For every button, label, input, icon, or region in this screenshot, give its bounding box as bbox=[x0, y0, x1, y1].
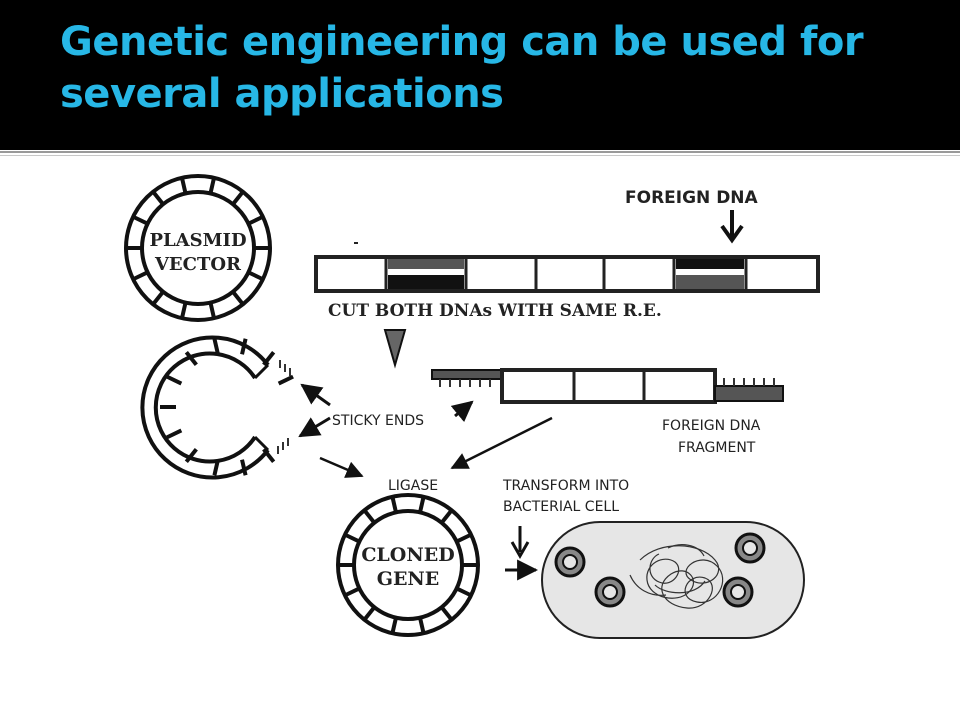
foreign-dna-down-arrow bbox=[720, 210, 744, 244]
ligase-label: LIGASE bbox=[388, 478, 438, 494]
ring-tick bbox=[212, 459, 220, 476]
ring-tick bbox=[180, 302, 188, 319]
plasmid-label-line1: PLASMID bbox=[149, 230, 246, 251]
ring-tick bbox=[208, 177, 216, 194]
ring-tick bbox=[277, 374, 294, 386]
foreign-dna-strand bbox=[314, 242, 820, 293]
ring-tick bbox=[390, 617, 398, 634]
transform-label-line2: BACTERIAL CELL bbox=[503, 499, 619, 515]
plasmid-label-line2: VECTOR bbox=[154, 254, 242, 275]
foreign-dna-fragment bbox=[431, 368, 784, 404]
ring-tick bbox=[440, 605, 454, 621]
ring-tick bbox=[240, 338, 248, 355]
fragment-label-line1: FOREIGN DNA bbox=[662, 418, 761, 434]
cut-step-label: CUT BOTH DNAs WITH SAME R.E. bbox=[328, 301, 662, 321]
foreign-dna-label: FOREIGN DNA bbox=[625, 188, 759, 208]
ring-tick bbox=[247, 214, 264, 226]
ring-tick bbox=[208, 302, 216, 319]
ring-tick bbox=[132, 270, 149, 282]
ring-tick bbox=[184, 351, 198, 367]
cut-plasmid bbox=[140, 335, 294, 480]
plasmid-vector: PLASMID VECTOR bbox=[124, 174, 272, 322]
ring-tick bbox=[344, 532, 361, 544]
ring-tick bbox=[166, 428, 183, 440]
slide-title: Genetic engineering can be used for seve… bbox=[60, 19, 864, 117]
ring-tick bbox=[240, 459, 248, 476]
ring-tick bbox=[247, 270, 264, 282]
sticky-end-arrow-right bbox=[450, 400, 474, 423]
ring-tick bbox=[455, 532, 472, 544]
ring-tick bbox=[344, 586, 361, 598]
ring-tick bbox=[362, 605, 376, 621]
ligase-arrow-left bbox=[319, 456, 364, 478]
ring-tick bbox=[180, 177, 188, 194]
ligase-arrow-right bbox=[450, 416, 553, 470]
bacterial-cell bbox=[541, 521, 805, 639]
ring-tick bbox=[418, 496, 426, 513]
ring-tick bbox=[184, 447, 198, 463]
plasmid-in-cell-1 bbox=[554, 546, 586, 578]
cloned-label-line2: GENE bbox=[377, 568, 440, 590]
cloned-gene-plasmid: CLONED GENE bbox=[336, 493, 480, 637]
ring-tick bbox=[212, 338, 220, 355]
cut-step-arrow bbox=[383, 329, 407, 369]
transform-label-line1: TRANSFORM INTO bbox=[502, 478, 629, 494]
title-bar: Genetic engineering can be used for seve… bbox=[0, 0, 960, 150]
title-divider bbox=[0, 151, 960, 153]
sticky-end-arrow-top bbox=[300, 383, 331, 407]
sticky-ends-label: STICKY ENDS bbox=[332, 413, 424, 429]
ring-tick bbox=[231, 290, 245, 306]
cloned-label-line1: CLONED bbox=[361, 544, 454, 566]
ring-tick bbox=[455, 586, 472, 598]
ring-tick bbox=[418, 617, 426, 634]
plasmid-in-cell-2 bbox=[594, 576, 626, 608]
ring-tick bbox=[440, 509, 454, 525]
ring-tick bbox=[262, 351, 276, 367]
plasmid-in-cell-3 bbox=[734, 532, 766, 564]
fragment-label-line2: FRAGMENT bbox=[678, 440, 756, 456]
transform-down-arrow bbox=[510, 526, 530, 560]
plasmid-in-cell-4 bbox=[722, 576, 754, 608]
title-divider-thin bbox=[0, 155, 960, 156]
ring-tick bbox=[132, 214, 149, 226]
ring-tick bbox=[262, 447, 276, 463]
ring-tick bbox=[362, 509, 376, 525]
ring-tick bbox=[151, 290, 165, 306]
ring-tick bbox=[166, 374, 183, 386]
ring-tick bbox=[390, 496, 398, 513]
ring-tick bbox=[231, 190, 245, 206]
ring-tick bbox=[151, 190, 165, 206]
sticky-end-arrow-bottom bbox=[298, 416, 331, 438]
